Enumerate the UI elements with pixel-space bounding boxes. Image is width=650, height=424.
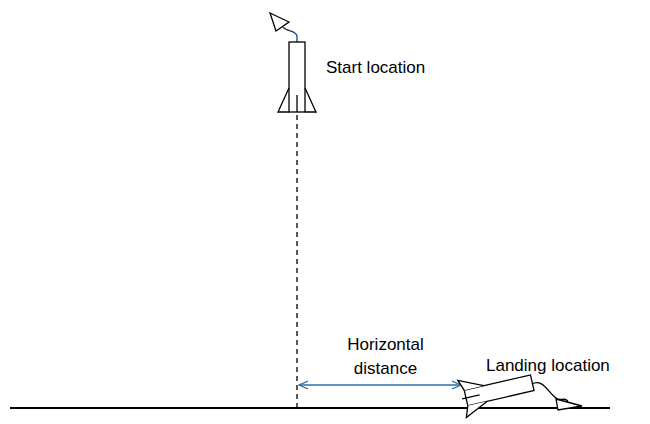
location-label: Landing location [486,354,646,378]
tether [532,383,568,402]
rocket-body [464,375,534,406]
rocket-fin [305,88,316,112]
tether [283,27,297,42]
rocket-fin [278,88,289,112]
rocket-body [289,42,305,112]
rocket-fin [462,395,480,399]
nose-cone [270,13,289,31]
rocket-fin [464,401,490,417]
rocket-fin [296,95,297,112]
location-label: Start location [326,56,466,80]
ground-line [10,407,610,409]
plumb-line [296,115,297,408]
nose-cone [556,399,582,410]
dimension-label: Horizontal distance [338,333,433,381]
dimension-arrow [299,384,461,385]
rocket-fin [458,375,484,391]
